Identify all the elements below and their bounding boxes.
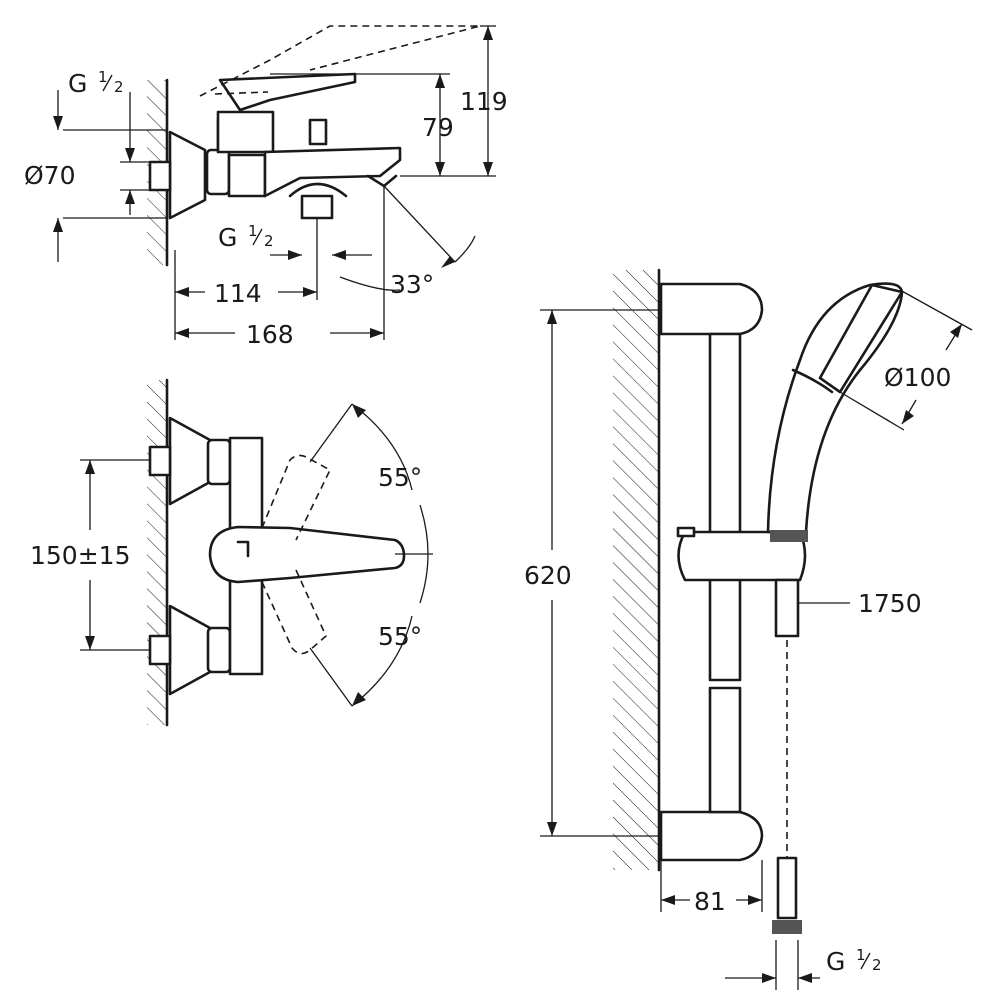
g-half-label-top: G 1 2 <box>68 68 124 98</box>
dim-dia-100: Ø100 <box>884 363 951 392</box>
pipe-front-bottom <box>148 634 172 666</box>
mixer-side-view <box>53 25 496 340</box>
dim-119: 119 <box>460 87 508 116</box>
angle-55-top: 55° <box>378 463 422 492</box>
rail-lower <box>708 686 742 814</box>
mixer-body-block <box>227 153 267 198</box>
g-den-bottom: 2 <box>872 956 882 974</box>
g-label-mid: G <box>218 223 237 252</box>
g-num-top: 1 <box>98 68 108 86</box>
lever-side <box>218 72 357 112</box>
lever-front <box>208 525 406 584</box>
hose-end <box>776 856 798 920</box>
outlet-connector-side <box>300 194 334 220</box>
hand-shower-connector <box>770 530 808 542</box>
dim-1750: 1750 <box>858 589 922 618</box>
hose-top <box>774 578 800 638</box>
dim-81: 81 <box>694 887 726 916</box>
g-half-label-mid: G 1 2 <box>218 222 274 252</box>
wall-pipe-side <box>148 160 172 192</box>
nut-front-top <box>206 438 232 486</box>
g-den-top: 2 <box>114 78 124 96</box>
angle-55-bottom: 55° <box>378 622 422 651</box>
dim-dia-70: Ø70 <box>24 161 76 190</box>
angle-33: 33° <box>390 270 434 299</box>
rail-bracket-bottom <box>659 810 764 862</box>
lever-logo-mark <box>236 540 250 558</box>
hand-shower-neck-line <box>791 368 834 394</box>
lever-raised-outline <box>199 25 481 97</box>
escutcheon-side <box>168 130 207 220</box>
pipe-front-top <box>148 445 172 477</box>
slider-button <box>676 526 696 538</box>
nut-side <box>205 148 231 196</box>
dim-168: 168 <box>246 320 294 349</box>
lever-raised-shadow <box>214 91 269 95</box>
dim-150-15: 150±15 <box>30 541 130 570</box>
g-den-mid: 2 <box>264 232 274 250</box>
outlet-collar-side <box>288 182 348 198</box>
lever-rotated-down-outline <box>261 569 327 655</box>
g-num-bottom: 1 <box>856 946 866 964</box>
rail-upper <box>708 332 742 682</box>
hose-nut <box>772 920 802 934</box>
rail-bracket-top <box>659 282 764 336</box>
g-half-label-bottom: G 1 2 <box>826 946 882 976</box>
nut-front-bottom <box>206 626 232 674</box>
spout-side <box>263 146 402 198</box>
dim-620: 620 <box>524 561 572 590</box>
escutcheon-front-top <box>168 416 212 506</box>
spout-outlet-side <box>366 174 398 188</box>
g-label-bottom: G <box>826 947 845 976</box>
g-label-top: G <box>68 69 87 98</box>
valve-housing <box>216 110 275 154</box>
g-num-mid: 1 <box>248 222 258 240</box>
dim-79: 79 <box>422 113 454 142</box>
diverter-knob-side <box>308 118 328 146</box>
dim-114: 114 <box>214 279 262 308</box>
mixer-front-view <box>80 378 433 727</box>
wall-hatch-rail <box>613 270 659 870</box>
shower-rail-set <box>540 268 973 990</box>
lever-rotated-up-outline <box>261 454 332 541</box>
escutcheon-front-bottom <box>168 604 212 696</box>
wall-hatch-front <box>147 380 167 725</box>
